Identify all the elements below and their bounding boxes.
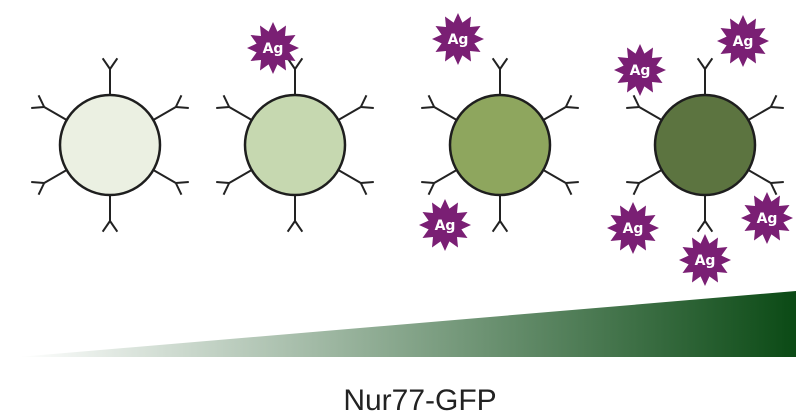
antigen-label: Ag bbox=[623, 221, 644, 237]
t-cell bbox=[31, 57, 189, 233]
antigen-label: Ag bbox=[757, 211, 778, 227]
antigen-label: Ag bbox=[695, 253, 716, 269]
cell-body bbox=[243, 93, 347, 197]
tcr-receptor bbox=[696, 195, 714, 233]
tcr-receptor bbox=[216, 169, 253, 196]
tcr-receptor bbox=[286, 195, 304, 233]
tcr-receptor bbox=[542, 169, 579, 196]
tcr-receptor bbox=[421, 94, 458, 121]
tcr-receptor bbox=[286, 57, 304, 95]
antigen-burst-icon bbox=[679, 234, 731, 286]
tcr-receptor bbox=[421, 169, 458, 196]
antigen-badge: Ag bbox=[247, 22, 299, 74]
tcr-receptor bbox=[747, 94, 784, 121]
antigen-burst-icon bbox=[247, 22, 299, 74]
tcr-receptor bbox=[626, 169, 663, 196]
tcr-receptor bbox=[152, 169, 189, 196]
tcr-receptor bbox=[337, 94, 374, 121]
cell-body bbox=[653, 93, 757, 197]
tcr-receptor bbox=[491, 195, 509, 233]
antigen-burst-icon bbox=[614, 44, 666, 96]
antigen-label: Ag bbox=[448, 32, 469, 48]
antigen-badge: Ag bbox=[741, 192, 793, 244]
tcr-receptor bbox=[626, 94, 663, 121]
antigen-badge: Ag bbox=[432, 13, 484, 65]
tcr-receptor bbox=[491, 57, 509, 95]
antigen-burst-icon bbox=[717, 15, 769, 67]
antigen-badge: Ag bbox=[614, 44, 666, 96]
antigen-badge: Ag bbox=[607, 202, 659, 254]
antigen-badge: Ag bbox=[717, 15, 769, 67]
antigen-label: Ag bbox=[263, 41, 284, 57]
nur77-gfp-label: Nur77-GFP bbox=[343, 384, 496, 417]
antigen-badge: Ag bbox=[679, 234, 731, 286]
antigen-burst-icon bbox=[432, 13, 484, 65]
cell-body bbox=[58, 93, 162, 197]
antigen-badge: Ag bbox=[419, 199, 471, 251]
tcr-receptor bbox=[101, 57, 119, 95]
tcr-receptor bbox=[31, 94, 68, 121]
antigen-burst-icon bbox=[419, 199, 471, 251]
tcr-receptor bbox=[216, 94, 253, 121]
tcr-receptor bbox=[31, 169, 68, 196]
antigen-burst-icon bbox=[607, 202, 659, 254]
antigen-label: Ag bbox=[630, 63, 651, 79]
tcr-receptor bbox=[696, 57, 714, 95]
tcr-receptor bbox=[152, 94, 189, 121]
tcr-receptor bbox=[542, 94, 579, 121]
cell-body bbox=[448, 93, 552, 197]
tcr-receptor bbox=[337, 169, 374, 196]
antigen-label: Ag bbox=[435, 218, 456, 234]
antigen-burst-icon bbox=[741, 192, 793, 244]
tcr-receptor bbox=[747, 169, 784, 196]
tcr-receptor bbox=[101, 195, 119, 233]
t-cell: Ag bbox=[216, 22, 374, 233]
antigen-label: Ag bbox=[733, 34, 754, 50]
expression-gradient-wedge bbox=[18, 291, 796, 357]
